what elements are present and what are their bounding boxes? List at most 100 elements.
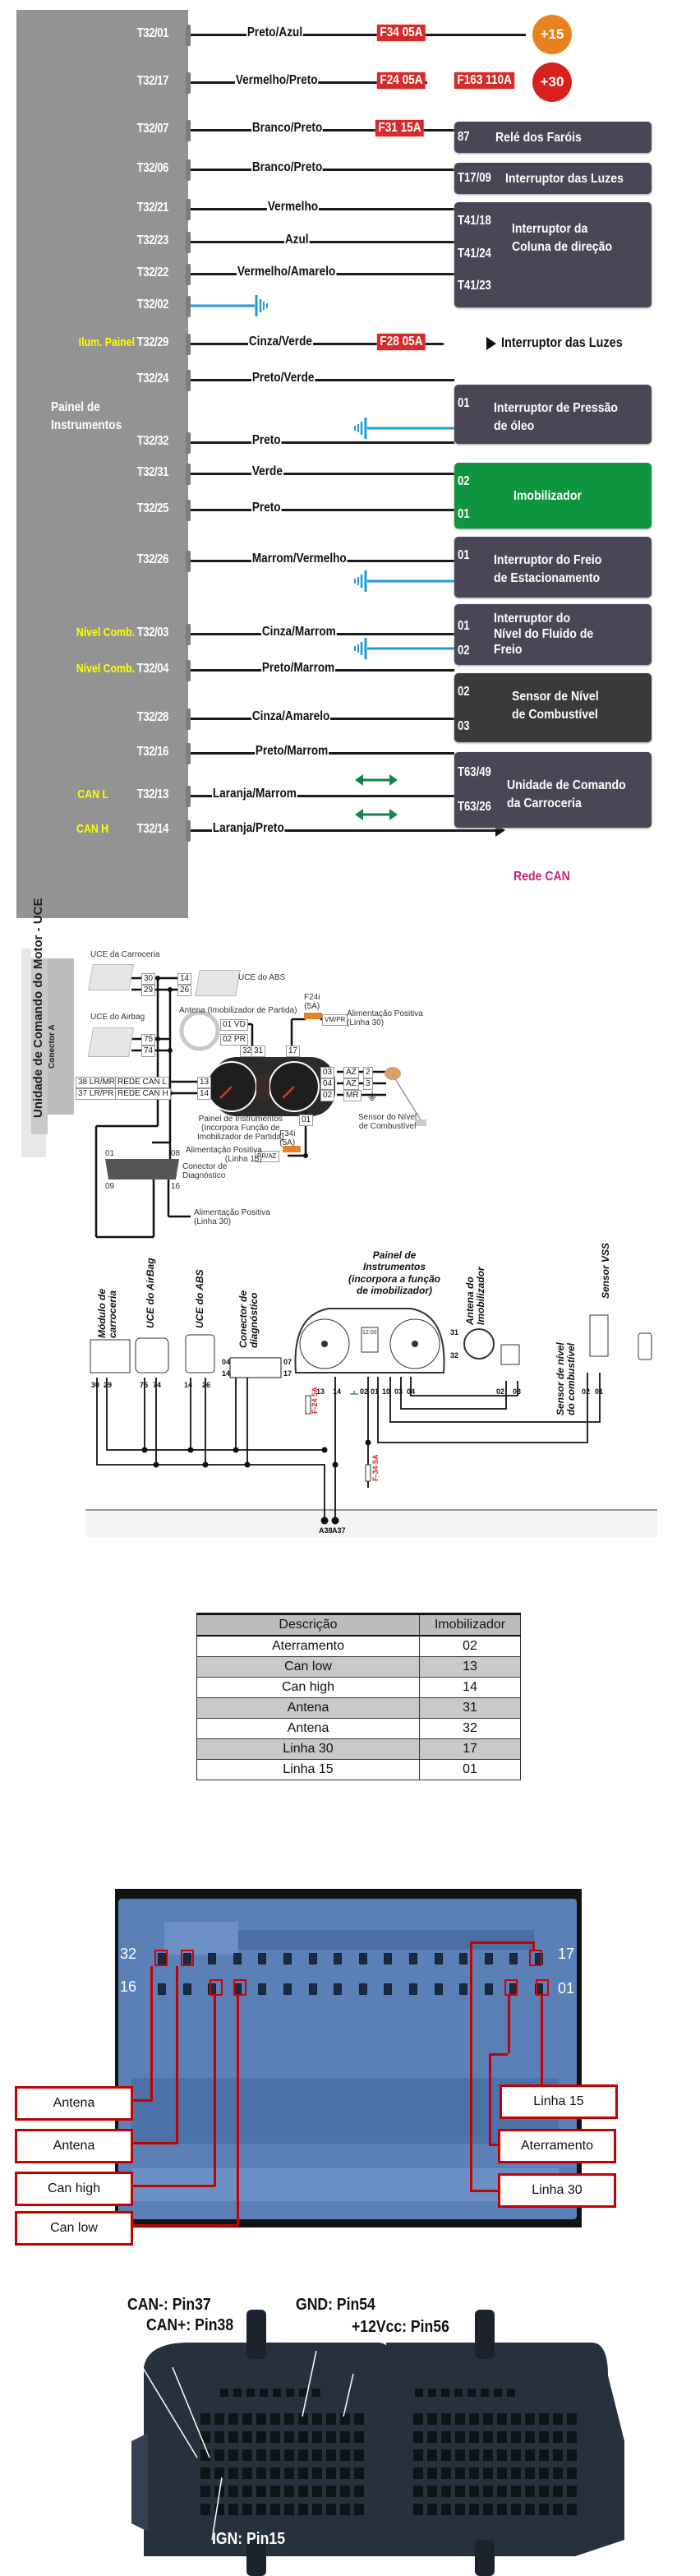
ecu-pin xyxy=(326,2486,336,2497)
side-label-ilum: Ilum. Painel xyxy=(78,335,135,349)
pin-tab xyxy=(186,432,191,454)
ecu-pin xyxy=(539,2449,549,2461)
ground-icon xyxy=(354,638,454,659)
ecu-pin xyxy=(455,2468,465,2479)
connector-pin xyxy=(409,1983,417,1995)
pin-label: T32/16 xyxy=(136,745,169,759)
ecu-pin xyxy=(511,2449,521,2461)
ecu-pin xyxy=(455,2504,465,2515)
ecu-pin xyxy=(242,2449,252,2461)
wire-color-label: Preto/Azul xyxy=(246,25,303,40)
ecu-pin xyxy=(469,2504,479,2515)
connector-pin xyxy=(459,1983,468,1995)
connector-pin xyxy=(208,1953,217,1964)
ecu-pin xyxy=(469,2449,479,2461)
ecu-pin xyxy=(483,2449,493,2461)
ecu-pin xyxy=(298,2504,308,2515)
ecu-pin xyxy=(507,2389,515,2397)
ecu-pin xyxy=(260,2389,268,2397)
connector-photo xyxy=(115,1889,582,2227)
ecu-pin xyxy=(483,2486,493,2497)
ecu-pin xyxy=(483,2468,493,2479)
supply-plus30: +30 xyxy=(532,62,572,102)
ecu-pin xyxy=(326,2468,336,2479)
ecu-pin xyxy=(511,2486,521,2497)
ecu-pin xyxy=(340,2431,350,2443)
wire xyxy=(191,241,454,243)
connector-pin xyxy=(409,1953,417,1964)
corner-32: 32 xyxy=(120,1946,137,1962)
ecu-pin xyxy=(511,2431,521,2443)
ecu-pin xyxy=(481,2389,489,2397)
connector-pin xyxy=(358,1953,367,1964)
ecu-pin xyxy=(299,2389,307,2397)
wire xyxy=(191,441,454,444)
wire-color-label: Marrom/Vermelho xyxy=(251,552,348,566)
fuse-badge: F31 15A xyxy=(375,120,424,136)
cell-description: Aterramento xyxy=(196,1635,420,1657)
ecu-pin xyxy=(214,2449,224,2461)
ecu-pin xyxy=(525,2431,535,2443)
cluster-label: Painel de Instrumentos(Incorpora Função … xyxy=(197,1115,284,1142)
ecu-pin xyxy=(441,2486,451,2497)
ecu-pin xyxy=(469,2468,479,2479)
pin-label: T32/32 xyxy=(136,434,169,448)
ecu-pin xyxy=(298,2486,308,2497)
ecu-pin xyxy=(200,2486,210,2497)
ecu-pin xyxy=(469,2431,479,2443)
header-description: Descrição xyxy=(196,1613,420,1637)
ecu-pin xyxy=(567,2413,577,2425)
can-network-label: Rede CAN xyxy=(513,870,570,884)
antenna-label: Antena (Imobilizador de Partida) xyxy=(179,1006,297,1015)
cell-pin: 14 xyxy=(419,1677,521,1698)
wire-color-label: Azul xyxy=(284,233,310,247)
ecu-pin xyxy=(455,2431,465,2443)
ecu-pin xyxy=(242,2504,252,2515)
pin-tab xyxy=(186,624,191,645)
ecu-pin xyxy=(467,2389,476,2397)
ecu-pin xyxy=(413,2504,423,2515)
ecu-pin xyxy=(455,2449,465,2461)
ecu-pin xyxy=(525,2486,535,2497)
ecu-pin xyxy=(354,2504,364,2515)
pin-tab xyxy=(186,709,191,730)
ground-icon xyxy=(354,570,454,592)
side-label-fuel2: Nível Comb. xyxy=(76,662,135,676)
wire xyxy=(191,829,497,832)
pin-callout-left: Can high xyxy=(15,2172,133,2206)
label-gnd: GND: Pin54 xyxy=(296,2296,375,2314)
ecu-pin xyxy=(567,2468,577,2479)
diag-supply-label: Alimentação Positiva(Linha 30) xyxy=(194,1208,270,1226)
cell-description: Linha 30 xyxy=(196,1738,420,1760)
ecu-pin xyxy=(354,2486,364,2497)
ecu-pin xyxy=(441,2449,451,2461)
ecu-pin xyxy=(511,2468,521,2479)
ecu-pin xyxy=(200,2431,210,2443)
wire xyxy=(191,509,454,511)
ground-icon xyxy=(191,295,268,316)
ecu-pin xyxy=(567,2449,577,2461)
connector-pin xyxy=(233,1953,242,1964)
abs-ecu-icon xyxy=(195,970,241,996)
highlighted-pin xyxy=(504,1979,518,1996)
ecu-pin xyxy=(242,2413,252,2425)
connector-pin xyxy=(535,1953,543,1964)
ecu-pin xyxy=(312,2413,322,2425)
wire-color-label: Laranja/Marrom xyxy=(212,787,297,801)
pin-label: T32/26 xyxy=(136,552,169,566)
wire xyxy=(191,795,497,797)
cell-description: Antena xyxy=(196,1697,420,1719)
ecu-band-mid xyxy=(31,958,48,1134)
wire-color-label: Branco/Preto xyxy=(251,160,324,175)
connector-pin xyxy=(182,1953,191,1964)
wire-color-label: Branco/Preto xyxy=(251,121,324,136)
pin-tab xyxy=(186,500,191,521)
pin-label: T32/07 xyxy=(136,122,169,136)
ecu-pin xyxy=(228,2486,238,2497)
pin-label: T32/28 xyxy=(136,710,169,724)
